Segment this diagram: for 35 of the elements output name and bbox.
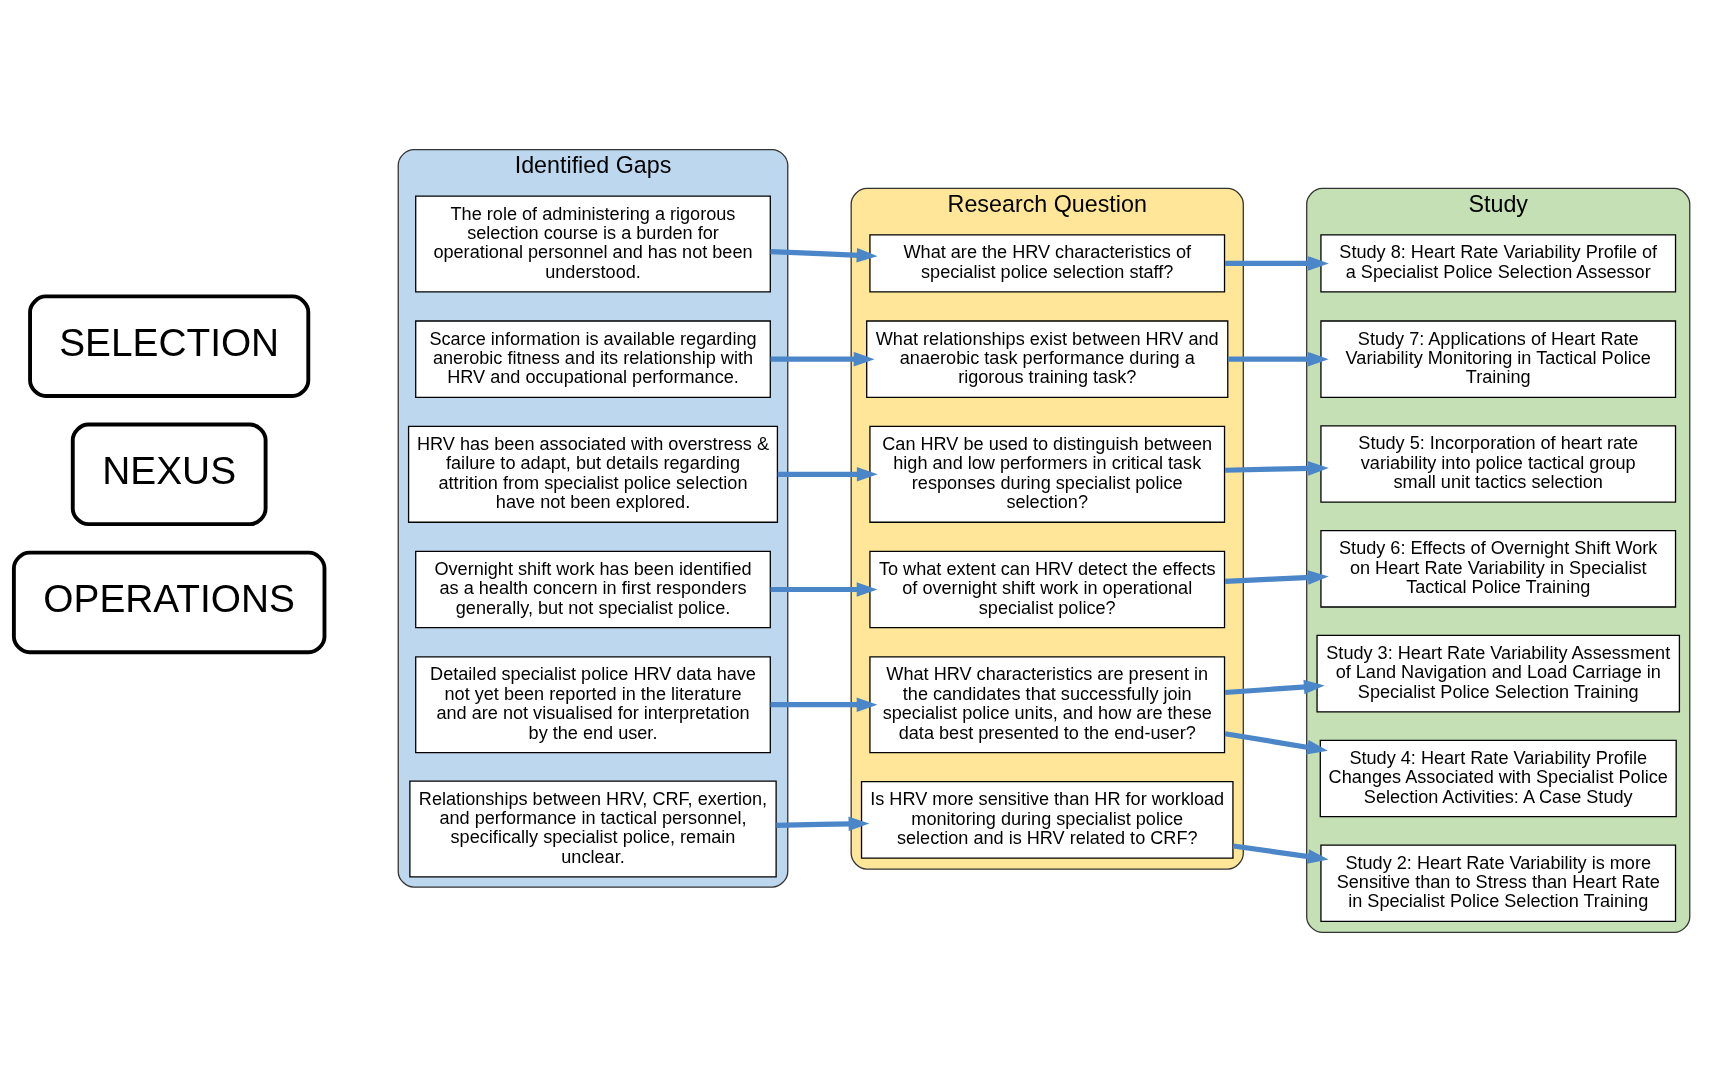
node-box: Study 4: Heart Rate Variability Profile Changes Associated with Specialist Police Selection Activities: A Case Study bbox=[1319, 739, 1677, 818]
arrow bbox=[1225, 256, 1329, 271]
node-box: To what extent can HRV detect the effects of overnight shift work in operational specialist police? bbox=[869, 550, 1226, 629]
arrow bbox=[1228, 351, 1329, 367]
node-box: OPERATIONS bbox=[11, 550, 327, 655]
node-box: NEXUS bbox=[70, 422, 268, 527]
node-box: What HRV characteristics are present in the candidates that successfully join specialist police units, and how are these data best presented to the end-user? bbox=[869, 656, 1226, 754]
node-box: HRV has been associated with overstress & failure to adapt, but details regarding attrition from specialist police selection have not been explored. bbox=[407, 425, 779, 523]
node-box: Is HRV more sensitive than HR for workload monitoring during specialist police selection and is HRV related to CRF? bbox=[860, 781, 1234, 859]
node-box: Study 5: Incorporation of heart rate variability into police tactical group small unit tactics selection bbox=[1320, 425, 1677, 503]
node-box: Overnight shift work has been identified as a health concern in first responders generally, but not specialist police. bbox=[415, 550, 771, 629]
node-box: Can HRV be used to distinguish between high and low performers in critical task responses during specialist police selection? bbox=[869, 425, 1226, 523]
arrow bbox=[1225, 461, 1329, 476]
node-box: Scarce information is available regarding anerobic fitness and its relationship with HRV and occupational performance. bbox=[415, 320, 771, 398]
node-box: What relationships exist between HRV and anaerobic task performance during a rigorous training task? bbox=[866, 320, 1229, 398]
node-box: Study 6: Effects of Overnight Shift Work on Heart Rate Variability in Specialist Tactical Police Training bbox=[1320, 530, 1677, 608]
arrow bbox=[770, 697, 878, 712]
node-box: SELECTION bbox=[28, 294, 311, 398]
arrow bbox=[770, 582, 878, 597]
node-box: The role of administering a rigorous selection course is a burden for operational personnel and has not been understood. bbox=[415, 195, 771, 293]
arrow bbox=[776, 816, 870, 832]
node-box: Relationships between HRV, CRF, exertion, and performance in tactical personnel, specifically specialist police, remain unclear. bbox=[409, 780, 777, 878]
node-box: Study 3: Heart Rate Variability Assessment of Land Navigation and Load Carriage in Specialist Police Selection Training bbox=[1316, 634, 1681, 713]
arrow bbox=[1224, 731, 1328, 755]
arrow bbox=[770, 248, 878, 263]
node-box: Study 7: Applications of Heart Rate Variability Monitoring in Tactical Police Training bbox=[1320, 320, 1677, 398]
arrow bbox=[1232, 843, 1329, 864]
node-box: Study 8: Heart Rate Variability Profile of a Specialist Police Selection Assessor bbox=[1320, 234, 1677, 293]
arrow bbox=[777, 467, 878, 482]
arrow bbox=[1225, 570, 1329, 585]
arrow bbox=[770, 351, 875, 367]
node-box: Detailed specialist police HRV data have not yet been reported in the literature and are not visualised for interpretation by the end user. bbox=[415, 656, 771, 754]
arrow bbox=[1224, 679, 1325, 696]
node-box: Study 2: Heart Rate Variability is more Sensitive than to Stress than Heart Rate in Specialist Police Selection Training bbox=[1320, 844, 1677, 923]
node-box: What are the HRV characteristics of specialist police selection staff? bbox=[869, 234, 1226, 293]
